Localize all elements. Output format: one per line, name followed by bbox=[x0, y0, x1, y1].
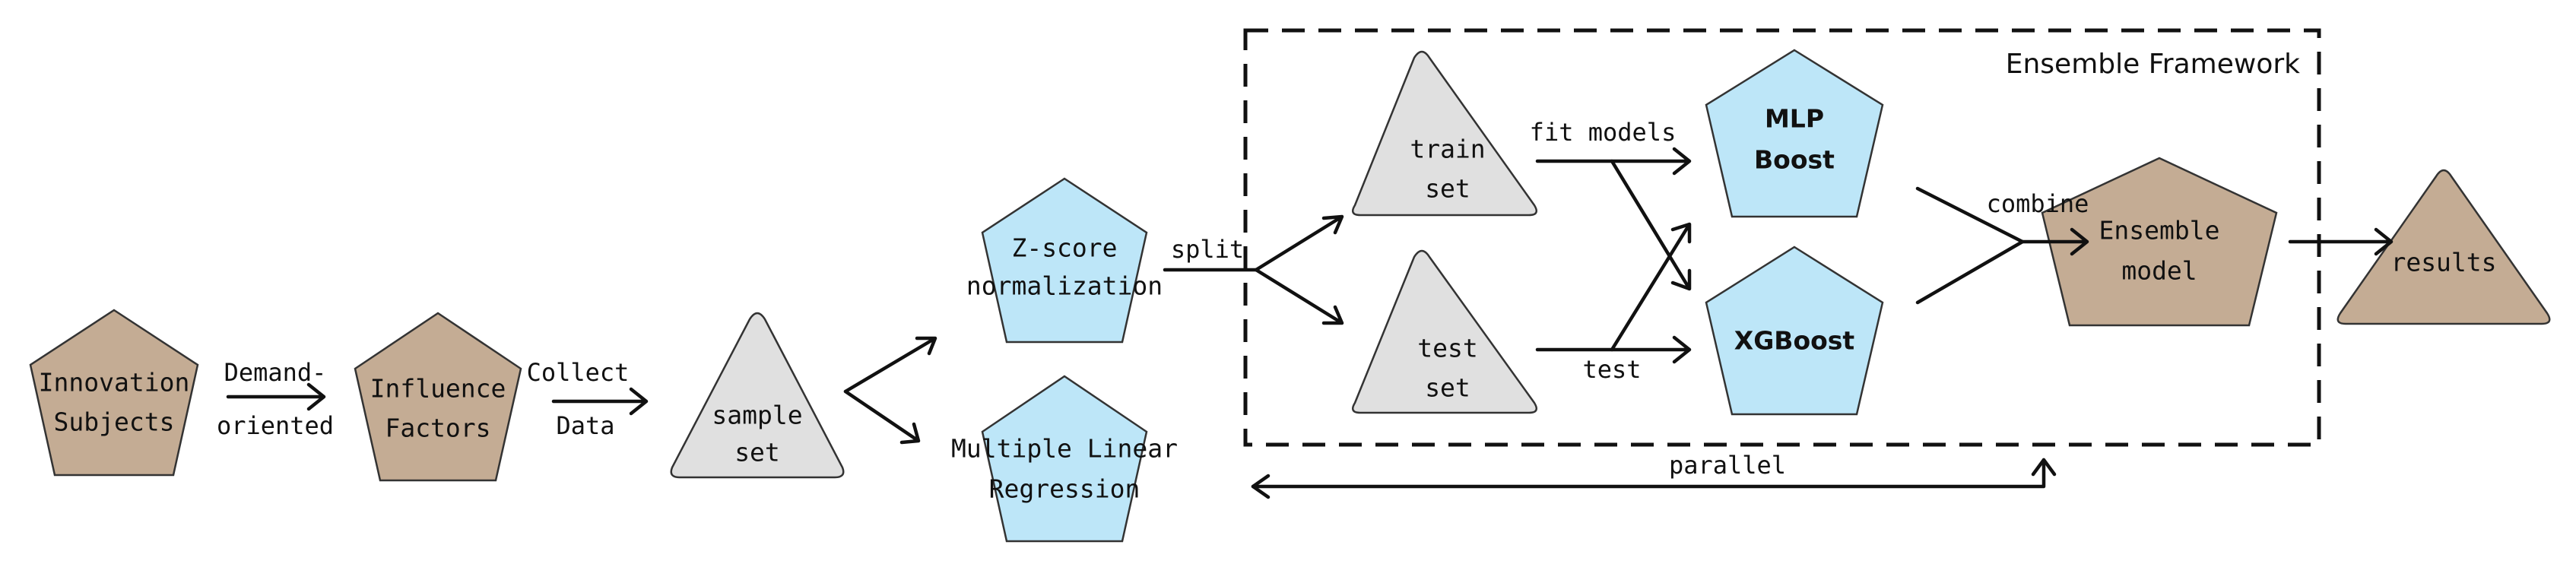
mlr-label-2: Regression bbox=[989, 474, 1140, 504]
mlr-label-1: Multiple Linear bbox=[951, 434, 1178, 464]
edge-split: split bbox=[1163, 214, 1344, 325]
arrow-to-test bbox=[1254, 268, 1344, 325]
node-test-set: test set bbox=[1351, 249, 1538, 414]
mlp-boost-label-2: Boost bbox=[1754, 145, 1835, 175]
influence-factors-label-2: Factors bbox=[385, 413, 490, 443]
mlr-shape bbox=[981, 375, 1148, 543]
ensemble-model-label-2: model bbox=[2121, 256, 2197, 286]
arrow-to-train bbox=[1254, 214, 1344, 272]
sample-set-shape bbox=[670, 312, 845, 479]
label-combine: combine bbox=[1987, 189, 2089, 218]
edge-parallel: parallel bbox=[1251, 451, 2057, 499]
results-label: results bbox=[2390, 248, 2496, 277]
edge-combine: combine bbox=[1915, 186, 2089, 305]
label-split: split bbox=[1171, 235, 1244, 264]
arrow-to-mlr bbox=[843, 389, 921, 445]
edge-test: test bbox=[1535, 222, 1692, 384]
label-fit-models: fit models bbox=[1530, 118, 1677, 147]
train-set-label-2: set bbox=[1425, 174, 1470, 204]
edge-to-results bbox=[2288, 227, 2394, 256]
ensemble-framework-frame bbox=[1243, 28, 2321, 447]
label-collect-data-1: Collect bbox=[527, 358, 630, 387]
label-test: test bbox=[1582, 355, 1641, 384]
xgboost-shape bbox=[1705, 246, 1884, 416]
train-set-label-1: train bbox=[1410, 135, 1485, 164]
zscore-label-1: Z-score bbox=[1011, 233, 1117, 263]
edge-fit-models: fit models bbox=[1530, 118, 1692, 291]
mlp-boost-shape bbox=[1705, 49, 1884, 218]
node-ensemble-model: Ensemble model bbox=[2041, 157, 2278, 327]
xgboost-label: XGBoost bbox=[1734, 326, 1855, 356]
arrowhead-parallel-up bbox=[2031, 458, 2057, 477]
ensemble-model-shape bbox=[2041, 157, 2278, 327]
node-innovation-subjects: Innovation Subjects bbox=[29, 309, 199, 477]
arrow-combine bbox=[2020, 227, 2089, 256]
node-xgboost: XGBoost bbox=[1705, 246, 1884, 416]
sample-set-label-1: sample bbox=[712, 401, 802, 430]
sample-set-label-2: set bbox=[734, 438, 780, 467]
test-set-label-1: test bbox=[1417, 334, 1477, 363]
arrow-to-zscore bbox=[843, 336, 937, 394]
node-influence-factors: Influence Factors bbox=[354, 312, 522, 482]
innovation-subjects-shape bbox=[29, 309, 199, 477]
label-demand-oriented-2: oriented bbox=[217, 411, 334, 440]
node-train-set: train set bbox=[1351, 50, 1538, 217]
arrowhead-parallel-left bbox=[1251, 474, 1271, 499]
influence-factors-label-1: Influence bbox=[370, 374, 506, 404]
node-multiple-linear-regression: Multiple Linear Regression bbox=[951, 375, 1178, 543]
test-set-shape bbox=[1351, 249, 1538, 414]
arrow-demand-oriented bbox=[226, 382, 326, 411]
arrow-to-results bbox=[2288, 227, 2394, 256]
label-parallel: parallel bbox=[1669, 451, 1786, 480]
test-set-label-2: set bbox=[1425, 373, 1470, 403]
edge-collect-data: Collect Data bbox=[527, 358, 649, 440]
label-collect-data-2: Data bbox=[556, 411, 614, 440]
edge-sample-fork bbox=[843, 336, 937, 445]
ensemble-framework-title: Ensemble Framework bbox=[2006, 49, 2300, 80]
arrow-collect-data bbox=[551, 387, 649, 416]
innovation-subjects-label-1: Innovation bbox=[39, 368, 190, 398]
results-shape bbox=[2336, 169, 2551, 325]
ensemble-model-label-1: Ensemble bbox=[2099, 216, 2220, 246]
arrow-train-to-xgb bbox=[1610, 159, 1692, 291]
node-results: results bbox=[2336, 169, 2551, 325]
train-set-shape bbox=[1351, 50, 1538, 217]
edge-demand-oriented: Demand- oriented bbox=[217, 358, 334, 440]
zscore-label-2: normalization bbox=[966, 271, 1163, 301]
label-demand-oriented-1: Demand- bbox=[224, 358, 327, 387]
arrow-test-to-mlp bbox=[1610, 222, 1692, 352]
innovation-subjects-label-2: Subjects bbox=[54, 407, 175, 437]
mlp-boost-label-1: MLP bbox=[1765, 104, 1824, 134]
influence-factors-shape bbox=[354, 312, 522, 482]
node-sample-set: sample set bbox=[670, 312, 845, 479]
node-mlp-boost: MLP Boost bbox=[1705, 49, 1884, 218]
zscore-shape bbox=[981, 177, 1148, 344]
node-zscore-normalization: Z-score normalization bbox=[966, 177, 1163, 344]
line-parallel bbox=[1251, 458, 2046, 489]
